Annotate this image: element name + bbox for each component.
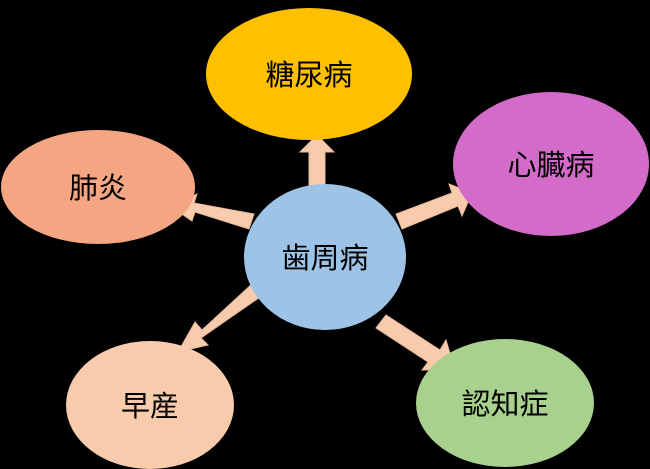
node-heart-label: 心臓病 xyxy=(507,148,594,182)
node-heart: 心臓病 xyxy=(453,92,649,236)
node-dementia-shape xyxy=(416,339,594,467)
node-diabetes-shape xyxy=(206,8,412,140)
arrow-to-premature xyxy=(177,283,264,353)
arrow-to-heart xyxy=(395,183,473,230)
node-pneumonia: 肺炎 xyxy=(1,130,195,244)
node-periodontal-label: 歯周病 xyxy=(281,241,368,275)
node-diabetes: 糖尿病 xyxy=(206,8,412,140)
node-pneumonia-label: 肺炎 xyxy=(69,171,127,205)
node-heart-shape xyxy=(453,92,649,236)
node-premature: 早産 xyxy=(66,341,234,469)
node-dementia: 認知症 xyxy=(416,339,594,467)
node-premature-label: 早産 xyxy=(121,389,179,423)
node-pneumonia-shape xyxy=(1,130,195,244)
node-diabetes-label: 糖尿病 xyxy=(265,58,352,92)
node-periodontal: 歯周病 xyxy=(244,184,406,330)
node-periodontal-shape xyxy=(244,184,406,330)
node-premature-shape xyxy=(66,341,234,469)
node-dementia-label: 認知症 xyxy=(461,387,548,421)
